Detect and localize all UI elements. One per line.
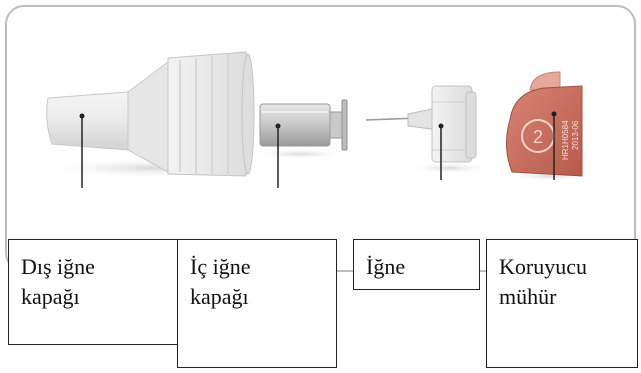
label-inner-needle-cap-line1: İç iğne (190, 254, 251, 279)
label-inner-needle-cap: İç iğne kapağı (177, 239, 337, 368)
leader-dot-seal (551, 111, 557, 117)
label-outer-needle-cap-line2: kapağı (21, 284, 80, 309)
label-needle-line1: İğne (366, 254, 406, 279)
inner-needle-cap-illustration (252, 99, 348, 159)
leader-dot-inner-cap (275, 123, 281, 129)
label-outer-needle-cap: Dış iğne kapağı (8, 239, 180, 345)
leader-dot-needle (438, 123, 444, 129)
label-inner-needle-cap-line2: kapağı (190, 284, 249, 309)
label-protective-seal: Koruyucu mühür (486, 239, 638, 368)
label-protective-seal-line2: mühür (499, 284, 557, 309)
leader-lines (81, 114, 555, 188)
seal-brand-code: HR1H0584 (561, 120, 570, 160)
protective-seal-illustration: 2 HR1H0584 2013-06 (506, 71, 592, 181)
needle-illustration (365, 85, 490, 174)
leader-dot-outer-cap (79, 113, 85, 119)
seal-date: 2013-06 (571, 120, 580, 150)
label-needle: İğne (353, 239, 480, 290)
label-outer-needle-cap-line1: Dış iğne (21, 254, 95, 279)
svg-text:2: 2 (533, 127, 543, 147)
outer-needle-cap-illustration (40, 51, 260, 178)
label-protective-seal-line1: Koruyucu (499, 254, 587, 279)
